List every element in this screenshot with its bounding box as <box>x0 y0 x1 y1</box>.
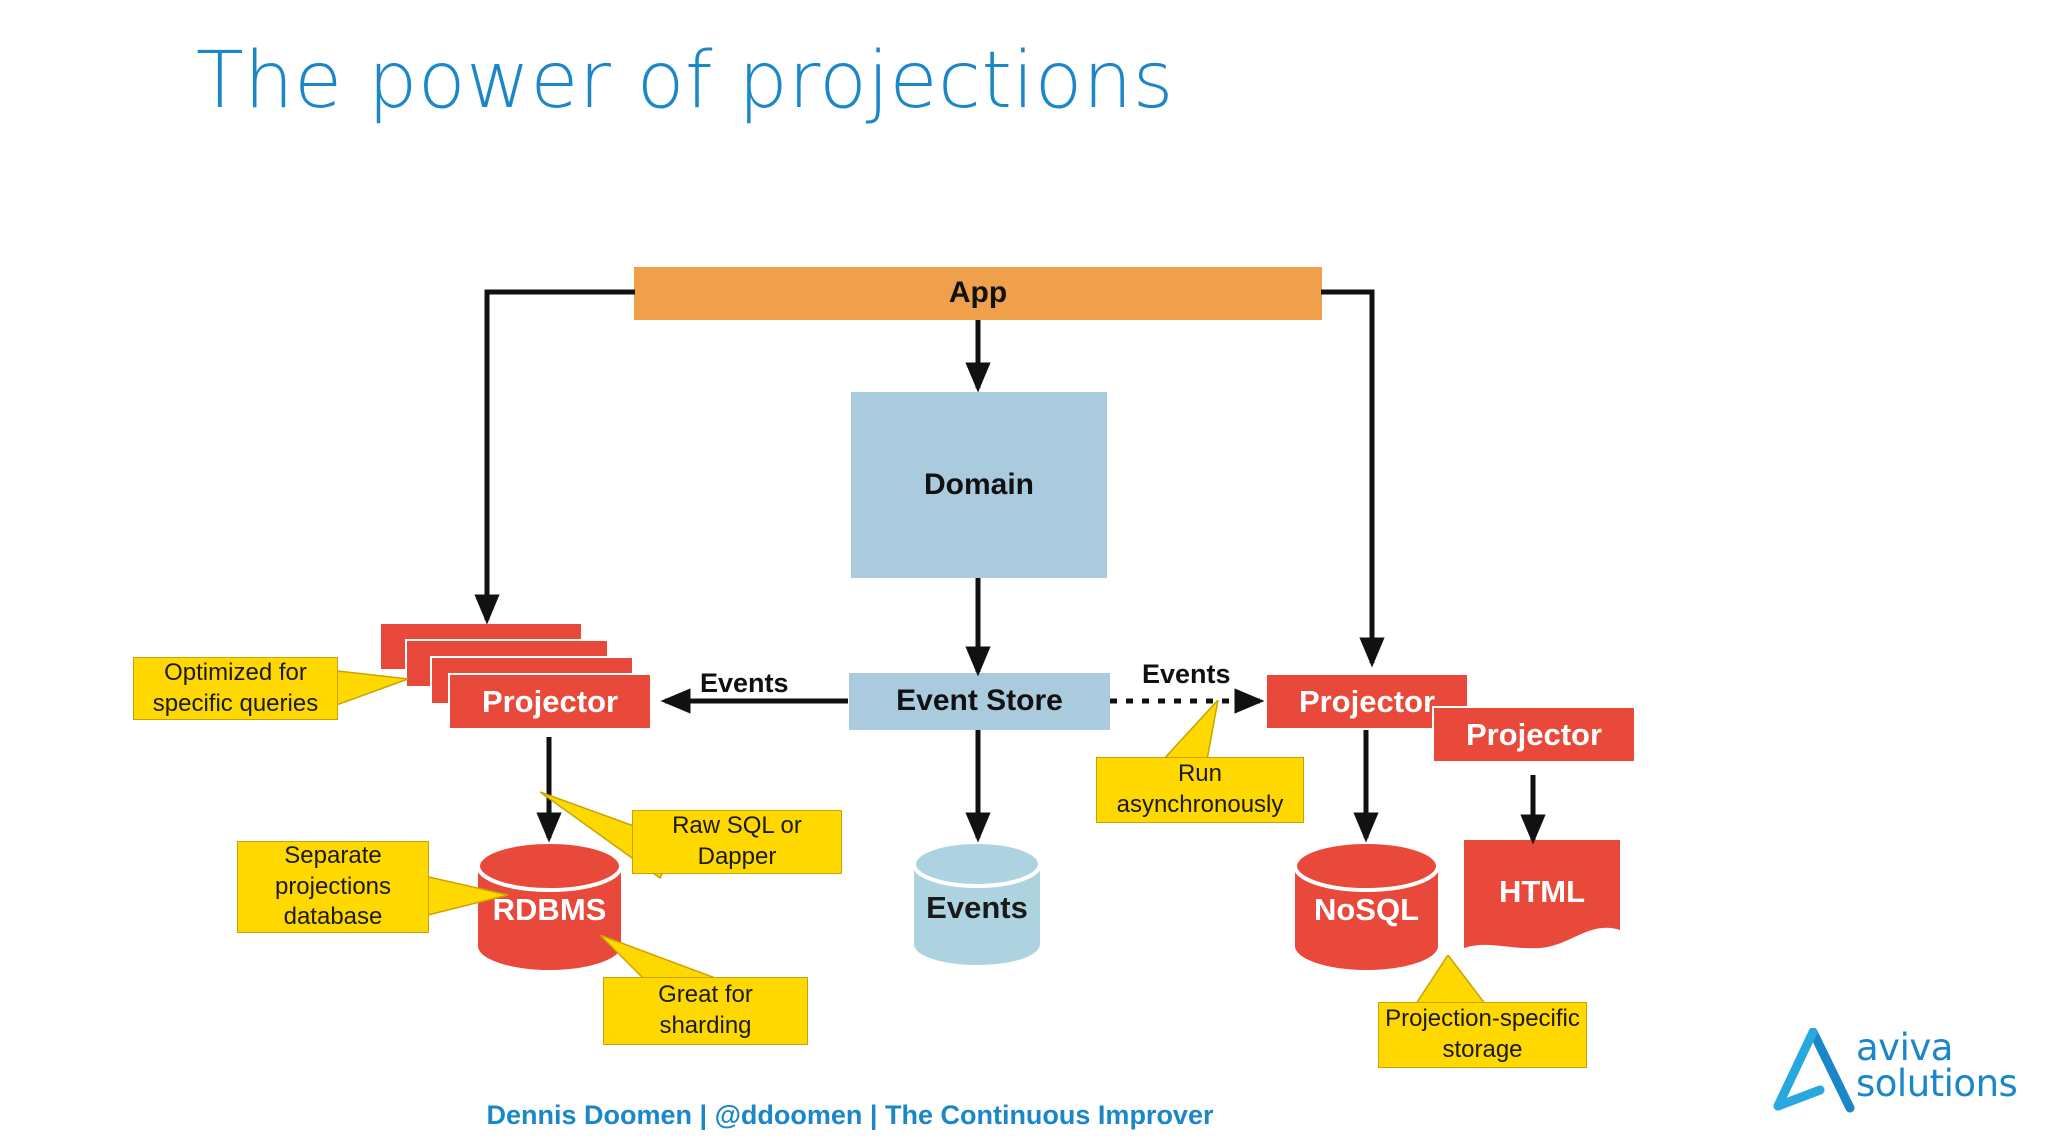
aviva-solutions-logo: aviva solutions <box>1772 1026 2024 1120</box>
edge-label-events-left: Events <box>700 668 789 698</box>
callout-sharding-text: Great for sharding <box>658 981 753 1039</box>
node-html-label: HTML <box>1498 874 1586 910</box>
node-projector-right-back-label: Projector <box>1298 683 1436 719</box>
node-event-store-label: Event Store <box>896 684 1063 718</box>
callout-projection-storage-text: Projection-specific storage <box>1385 1005 1580 1063</box>
cylinder-shape-events <box>912 840 1042 965</box>
callout-separate-db-text: Separate projections database <box>274 841 392 931</box>
logo-line-2: solutions <box>1856 1061 2018 1105</box>
logo-line-1: aviva <box>1856 1026 1953 1069</box>
callout-raw-sql: Raw SQL or Dapper <box>632 810 842 874</box>
node-rdbms-label: RDBMS <box>492 892 607 927</box>
callout-async-text: Run asynchronously <box>1116 760 1284 818</box>
callout-sharding: Great for sharding <box>603 977 808 1045</box>
cylinder-shape-nosql <box>1293 840 1440 970</box>
node-rdbms[interactable]: RDBMS <box>476 840 623 972</box>
page-title: The power of projections <box>196 36 1174 126</box>
node-projector-left-label: Projector <box>481 683 619 719</box>
callout-tail-optimized <box>320 668 409 712</box>
edge-label-events-right: Events <box>1142 659 1231 689</box>
edge-app-to-projector-right <box>1321 289 1385 668</box>
node-projector-right-front[interactable]: Projector <box>1432 706 1636 763</box>
node-projector-left[interactable]: Projector <box>448 673 652 730</box>
callout-raw-sql-text: Raw SQL or Dapper <box>672 812 802 870</box>
aviva-a-mark-icon <box>1773 1027 1855 1113</box>
edge-app-to-projector-left <box>474 289 635 625</box>
node-events-db-label: Events <box>926 890 1028 925</box>
node-app-label: App <box>948 276 1008 310</box>
node-event-store[interactable]: Event Store <box>849 673 1110 730</box>
node-domain-label: Domain <box>923 467 1034 501</box>
node-nosql[interactable]: NoSQL <box>1293 840 1440 972</box>
callout-optimized-text: Optimized for specific queries <box>152 658 319 717</box>
node-app[interactable]: App <box>634 267 1322 320</box>
aviva-solutions-wordmark: aviva solutions <box>1856 1026 2018 1105</box>
callout-optimized: Optimized for specific queries <box>133 657 338 720</box>
node-html[interactable]: HTML <box>1462 838 1622 946</box>
callout-separate-db: Separate projections database <box>237 841 429 933</box>
callout-async: Run asynchronously <box>1096 757 1304 823</box>
footer-credit: Dennis Doomen | @ddoomen | The Continuou… <box>486 1100 1214 1130</box>
cylinder-shape-rdbms <box>476 840 623 970</box>
callout-tail-separate-db <box>420 874 509 918</box>
node-projector-right-front-label: Projector <box>1465 716 1603 752</box>
node-events-db[interactable]: Events <box>912 840 1042 967</box>
node-html-shape[interactable] <box>1462 838 1622 962</box>
callout-projection-storage: Projection-specific storage <box>1378 1002 1587 1068</box>
node-domain[interactable]: Domain <box>851 392 1107 578</box>
node-nosql-label: NoSQL <box>1313 892 1420 927</box>
